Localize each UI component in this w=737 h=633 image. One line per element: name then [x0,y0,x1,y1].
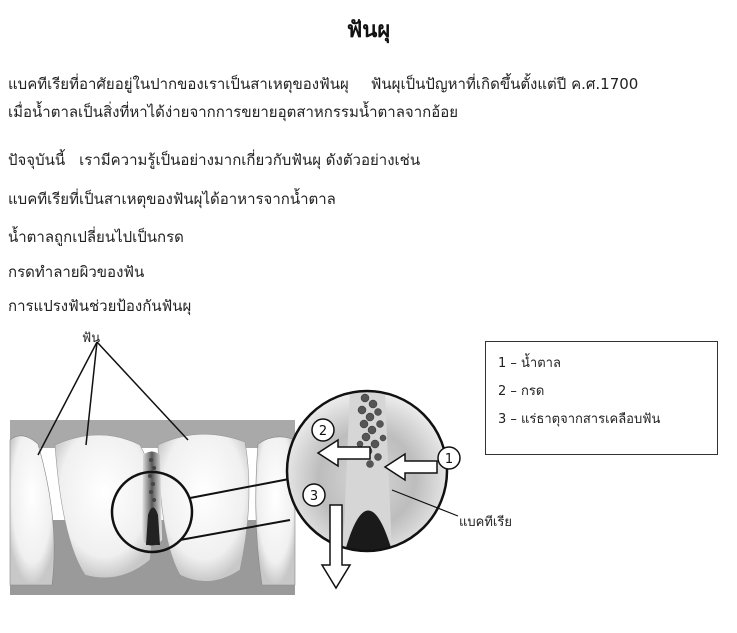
big-groove [343,391,392,551]
tooth-middle-left [54,434,154,579]
fact-1: แบคทีเรียที่เป็นสาเหตุของฟันผุได้อาหารจา… [8,190,336,208]
marker-2-text: 2 [319,424,327,439]
intro-paragraph: แบคทีเรียที่อาศัยอยู่ในปากของเราเป็นสาเห… [8,70,638,126]
paragraph-line1-a: แบคทีเรียที่อาศัยอยู่ในปากของเราเป็นสาเห… [8,75,349,93]
knowledge-intro-b: เรามีความรู้เป็นอย่างมากเกี่ยวกับฟันผุ ด… [79,151,421,169]
magnify-connector-top [189,478,290,499]
tooth-middle-right [157,433,250,582]
fact-3: กรดทำลายผิวของฟัน [8,263,145,281]
legend-item-acid: 2 – กรด [498,384,545,399]
marker-1-text: 1 [445,452,453,467]
paragraph-line1-b: ฟันผุเป็นปัญหาที่เกิดขึ้นตั้งแต่ปี ค.ศ.1… [370,75,639,93]
fact-4: การแปรงฟันช่วยป้องกันฟันผุ [8,297,192,315]
tooth-left [9,435,55,586]
page-title: ฟันผุ [346,18,391,43]
magnify-circle-small [110,470,194,554]
magnify-connector-bottom [179,519,291,541]
marker-3-text: 3 [310,489,318,504]
marker-2 [311,418,335,442]
marker-3 [302,483,326,507]
fact-2: น้ำตาลถูกเปลี่ยนไปเป็นกรด [8,228,184,246]
paragraph-line2: เมื่อน้ำตาลเป็นสิ่งที่หาได้ง่ายจากการขยา… [8,103,458,121]
marker-1 [437,446,461,470]
arrow-sugar [383,452,438,482]
big-cavity [345,510,392,551]
bacteria-pointer [391,489,459,517]
legend-box: 1 – น้ำตาล 2 – กรด 3 – แร่ธาตุจากสารเคลื… [485,341,718,455]
groove-bacteria-dots [148,458,156,502]
magnify-circle-large [285,389,449,553]
teeth-label: ฟัน [82,331,101,346]
arrow-mineral [320,504,352,590]
arrow-acid [316,438,371,468]
knowledge-intro: ปัจจุบันนี้ เรามีความรู้เป็นอย่างมากเกี่ย… [8,148,420,172]
teeth-pointer-2 [85,341,98,446]
bacteria-label: แบคทีเรีย [459,515,512,530]
groove-cavity [146,507,160,545]
teeth-pointer-1 [37,341,98,456]
knowledge-intro-a: ปัจจุบันนี้ [8,151,66,169]
legend-item-mineral: 3 – แร่ธาตุจากสารเคลือบฟัน [498,412,661,427]
teeth-pointer-3 [96,341,189,441]
gum-band [10,420,295,448]
legend-item-sugar: 1 – น้ำตาล [498,356,561,371]
tooth-decay-diagram: 1 2 3 [9,341,461,595]
